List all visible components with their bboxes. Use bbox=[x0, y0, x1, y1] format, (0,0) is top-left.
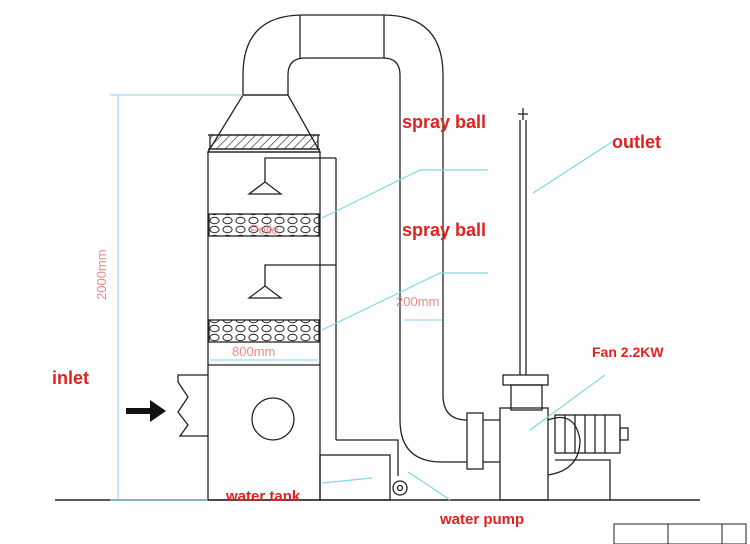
water-tank bbox=[319, 439, 399, 501]
duct-flange bbox=[466, 412, 500, 470]
packing-layer-upper bbox=[208, 213, 320, 237]
dimension-lines bbox=[110, 94, 442, 501]
packing-layer-lower bbox=[208, 319, 320, 343]
outlet-stack bbox=[518, 108, 528, 375]
access-port bbox=[251, 397, 295, 441]
label-fan: Fan 2.2KW bbox=[592, 344, 664, 360]
label-width-dim: 800mm bbox=[232, 344, 275, 359]
label-duct-dim: 200mm bbox=[396, 294, 439, 309]
mist-eliminator-hatched bbox=[209, 134, 319, 150]
label-outlet: outlet bbox=[612, 132, 661, 152]
spray-nozzle-upper bbox=[247, 157, 336, 195]
label-spray-ball-lower: spray ball bbox=[402, 220, 486, 240]
scrubber-tower bbox=[206, 94, 322, 501]
inlet-duct bbox=[177, 374, 208, 437]
leader-lines bbox=[321, 141, 613, 501]
title-block bbox=[613, 523, 747, 544]
label-water-tank: water tank bbox=[225, 488, 301, 505]
label-spray-ball-upper: spray ball bbox=[402, 112, 486, 132]
exhaust-duct bbox=[242, 14, 468, 463]
label-height-dim: 2000mm bbox=[94, 249, 109, 300]
water-pump-icon bbox=[392, 480, 408, 496]
label-packing: Pollo bbox=[250, 222, 279, 237]
inlet-arrow-icon bbox=[126, 400, 166, 422]
spray-nozzle-lower bbox=[247, 264, 336, 299]
label-inlet: inlet bbox=[52, 368, 89, 388]
fan-motor bbox=[554, 414, 629, 500]
fan-unit bbox=[499, 374, 581, 501]
label-water-pump: water pump bbox=[439, 511, 524, 528]
